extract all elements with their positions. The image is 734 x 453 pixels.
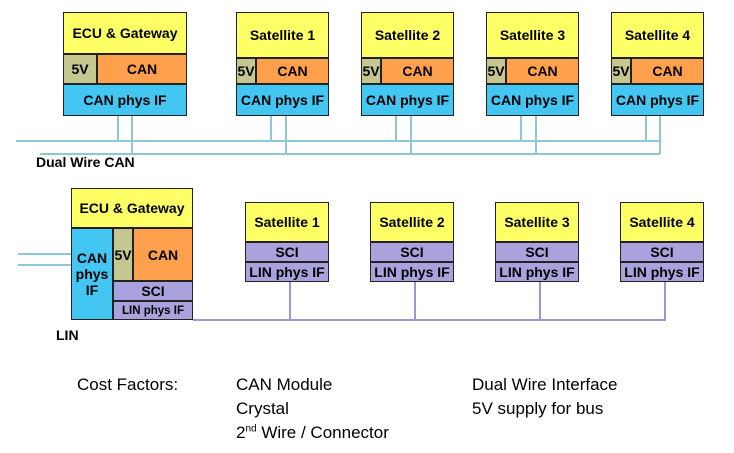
can-sat1-can: CAN <box>256 58 329 84</box>
lin-sat1-lin-phys: LIN phys IF <box>245 262 329 282</box>
cost-item-second-wire: 2nd Wire / Connector <box>236 421 389 445</box>
cost-item-second-wire-num: 2 <box>236 423 246 442</box>
can-gateway-5v: 5V <box>63 54 97 84</box>
cost-item-second-wire-text: Wire / Connector <box>256 423 389 442</box>
can-sat4-5v: 5V <box>611 58 631 84</box>
can-gateway-title: ECU & Gateway <box>63 12 187 54</box>
can-sat3-5v: 5V <box>486 58 506 84</box>
lin-gateway-5v: 5V <box>113 228 133 281</box>
lin-gateway-can: CAN <box>133 228 193 281</box>
lin-sat4-lin-phys: LIN phys IF <box>620 262 704 282</box>
can-sat3-can: CAN <box>506 58 579 84</box>
cost-item-can-module: CAN Module <box>236 375 333 394</box>
can-sat3-phys: CAN phys IF <box>486 84 579 116</box>
lin-bus-wires <box>193 282 666 321</box>
can-sat1-title: Satellite 1 <box>236 12 329 58</box>
lin-gateway-sci: SCI <box>113 281 193 301</box>
can-sat1-phys: CAN phys IF <box>236 84 329 116</box>
lin-sat4-sci: SCI <box>620 242 704 262</box>
can-bus-wires <box>16 116 661 266</box>
lin-sat2-title: Satellite 2 <box>370 202 454 242</box>
can-sat2-phys: CAN phys IF <box>361 84 454 116</box>
can-sat2-5v: 5V <box>361 58 381 84</box>
can-sat4-phys: CAN phys IF <box>611 84 704 116</box>
lin-sat1-sci: SCI <box>245 242 329 262</box>
can-sat4-can: CAN <box>631 58 704 84</box>
lin-sat3-sci: SCI <box>495 242 579 262</box>
lin-sat3-lin-phys: LIN phys IF <box>495 262 579 282</box>
cost-column-2: Dual Wire Interface 5V supply for bus <box>472 373 618 421</box>
lin-sat1-title: Satellite 1 <box>245 202 329 242</box>
lin-sat3-title: Satellite 3 <box>495 202 579 242</box>
can-gateway-phys: CAN phys IF <box>63 84 187 116</box>
lin-bus-label: LIN <box>56 327 79 343</box>
can-sat1-5v: 5V <box>236 58 256 84</box>
can-sat3-title: Satellite 3 <box>486 12 579 58</box>
cost-item-dual-wire: Dual Wire Interface <box>472 375 618 394</box>
lin-gateway-title: ECU & Gateway <box>71 188 193 228</box>
lin-gateway-can-phys: CAN phys IF <box>71 228 113 320</box>
can-gateway-can: CAN <box>97 54 187 84</box>
can-sat4-title: Satellite 4 <box>611 12 704 58</box>
can-sat2-title: Satellite 2 <box>361 12 454 58</box>
can-sat2-can: CAN <box>381 58 454 84</box>
cost-item-5v-supply: 5V supply for bus <box>472 399 604 418</box>
can-bus-label: Dual Wire CAN <box>36 154 135 170</box>
cost-item-crystal: Crystal <box>236 399 289 418</box>
lin-gateway-lin-phys: LIN phys IF <box>113 301 193 320</box>
cost-item-second-wire-sup: nd <box>245 423 257 435</box>
lin-sat2-lin-phys: LIN phys IF <box>370 262 454 282</box>
cost-column-1: CAN Module Crystal 2nd Wire / Connector <box>236 373 389 445</box>
cost-factors-heading: Cost Factors: <box>77 375 179 394</box>
lin-sat4-title: Satellite 4 <box>620 202 704 242</box>
lin-sat2-sci: SCI <box>370 242 454 262</box>
